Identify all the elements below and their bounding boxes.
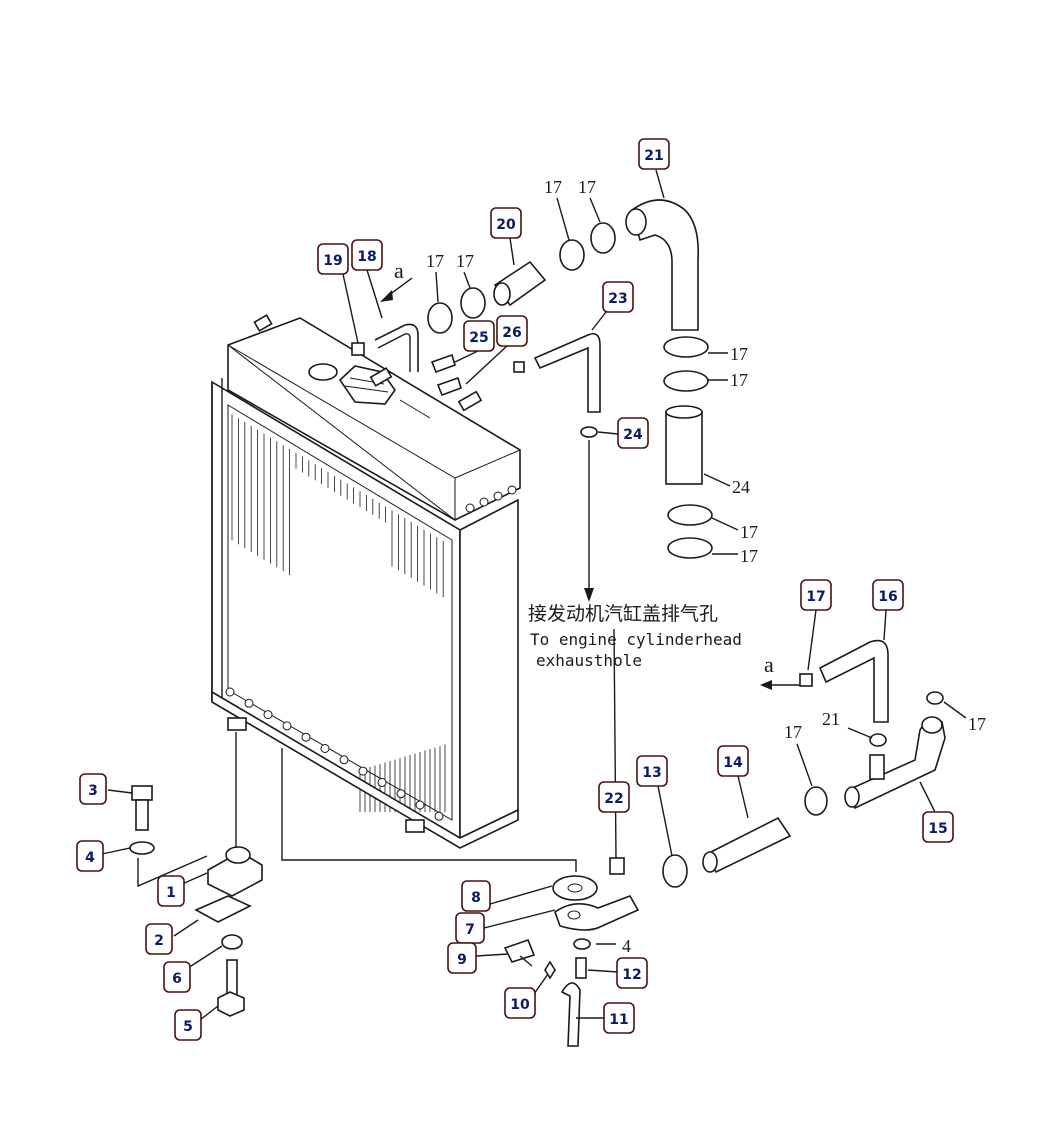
bolt-head [396,789,406,799]
callout-11: 11 [603,1002,635,1034]
callout-6-label: 6 [172,971,182,987]
bolt-head [320,744,330,753]
callout-16: 16 [872,579,904,611]
plain-label-24: 24 [732,477,750,497]
callout-9-label: 9 [457,952,467,968]
callout-5: 5 [174,1009,202,1041]
plain-label-21: 21 [822,709,840,729]
callout-12: 12 [616,957,648,989]
callout-group: 1 2 3 4 5 6 7 8 9 10 11 12 13 14 15 16 1… [76,138,954,1041]
callout-25: 25 [463,320,495,352]
callout-26: 26 [496,315,528,347]
callout-15-label: 15 [928,821,947,837]
radiator-assembly [211,314,521,849]
callout-16-label: 16 [878,589,897,605]
callout-19: 19 [317,243,349,275]
bolt-head [377,777,387,787]
callout-10-label: 10 [510,997,530,1013]
plain-label-17: 17 [740,522,758,542]
callout-25-label: 25 [469,330,488,346]
callout-17: 17 [800,579,832,611]
callout-24-label: 24 [623,427,643,443]
callout-10: 10 [504,987,536,1019]
callout-4-label: 4 [85,850,95,866]
callout-17-label: 17 [806,589,825,605]
bolt-head [358,766,368,776]
callout-3-label: 3 [88,783,98,799]
callout-14-label: 14 [723,755,743,771]
callout-20-label: 20 [496,217,516,233]
bolt-head [339,755,349,765]
bottom-bolts [225,485,517,821]
plain-label-17: 17 [968,714,986,734]
bolt-head [507,485,517,495]
callout-21: 21 [638,138,670,170]
bolt-head [301,732,311,742]
callout-13-label: 13 [642,765,661,781]
callout-6: 6 [163,961,191,993]
callout-2: 2 [145,923,173,955]
arrow-label-mid: a [764,652,774,677]
arrow-label-top: a [394,258,404,283]
callout-24: 24 [617,417,649,449]
callout-20: 20 [490,207,522,239]
plain-label-17: 17 [784,722,802,742]
note-english-line2: exhausthole [536,651,642,670]
callout-5-label: 5 [183,1019,193,1035]
bolt-head [493,491,503,501]
plain-label-17: 17 [730,370,748,390]
bolt-head [225,687,235,697]
callout-22-label: 22 [604,791,623,807]
callout-15: 15 [922,811,954,843]
callout-19-label: 19 [323,253,342,269]
plain-label-17: 17 [456,251,474,271]
callout-1-label: 1 [166,885,176,901]
callout-9: 9 [447,942,477,974]
bolt-head [244,698,254,708]
callout-23-label: 23 [608,291,627,307]
callout-18: 18 [351,239,383,271]
plain-label-17: 17 [740,546,758,566]
plain-label-17: 17 [544,177,562,197]
callout-leaders [101,169,936,1021]
bolt-head [479,497,489,507]
callout-8-label: 8 [471,890,481,906]
bolt-head [465,503,475,513]
bolt-head [434,811,444,821]
bolt-head [282,721,292,731]
callout-3: 3 [79,773,107,805]
bolt-head [415,800,425,810]
callout-26-label: 26 [502,325,521,341]
plain-label-17: 17 [426,251,444,271]
plain-label-17: 17 [730,344,748,364]
plain-label-4: 4 [622,936,631,956]
callout-14: 14 [717,745,749,777]
callout-8: 8 [461,880,491,912]
callout-11-label: 11 [609,1012,628,1028]
callout-7-label: 7 [465,922,475,938]
callout-18-label: 18 [357,249,376,265]
callout-13: 13 [636,755,668,787]
callout-21-label: 21 [644,148,663,164]
callout-23: 23 [602,281,634,313]
callout-7: 7 [455,912,485,944]
note-english-line1: To engine cylinderhead [530,630,742,649]
callout-22: 22 [598,781,630,813]
callout-4: 4 [76,840,104,872]
radiator-fins [231,414,446,812]
callout-12-label: 12 [622,967,641,983]
bolt-head [263,710,273,720]
callout-1: 1 [157,875,185,907]
plain-label-17: 17 [578,177,596,197]
callout-2-label: 2 [154,933,164,949]
note-chinese: 接发动机汽缸盖排气孔 [528,603,718,625]
